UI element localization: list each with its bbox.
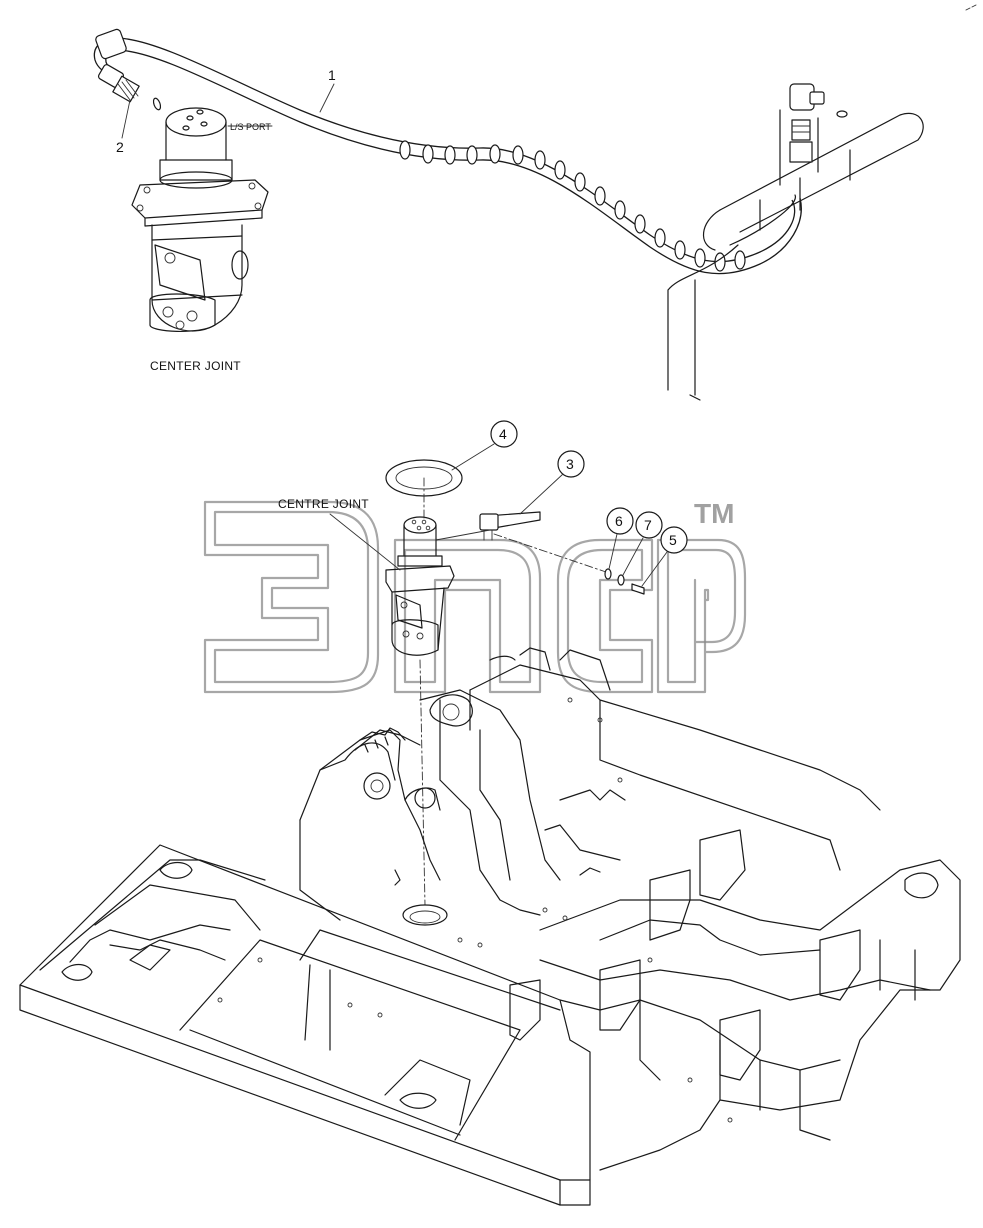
item-7-washer xyxy=(617,574,625,586)
item-5-bolt xyxy=(631,583,645,595)
callout-5: 5 xyxy=(669,532,677,548)
centre-joint-label: CENTRE JOINT xyxy=(278,497,369,511)
item-3-bracket xyxy=(479,511,541,541)
swing-ring xyxy=(402,904,448,926)
callout-1: 1 xyxy=(328,67,336,83)
port-label: L/S PORT xyxy=(230,122,271,132)
watermark-tm: TM xyxy=(694,498,734,529)
right-pipe-assembly xyxy=(667,83,924,401)
hose-line-inner xyxy=(117,49,802,275)
center-joint-top xyxy=(131,107,269,333)
center-joint-label: CENTER JOINT xyxy=(150,359,241,373)
callout-2: 2 xyxy=(116,139,124,155)
callout-7: 7 xyxy=(644,517,652,533)
hose-line-outer xyxy=(117,37,796,263)
hose-assembly-detail: L/S PORT CENTER JOINT 1 2 xyxy=(93,4,977,401)
callout-3: 3 xyxy=(566,456,574,472)
spiral-guard xyxy=(399,140,746,272)
callout-6: 6 xyxy=(615,513,623,529)
callout-4: 4 xyxy=(499,426,507,442)
centre-joint-exploded: CENTRE JOINT 4 3 6 7 5 xyxy=(278,420,688,906)
item-6-washer xyxy=(604,568,612,580)
watermark: TM xyxy=(203,498,747,694)
fitting-item-2 xyxy=(97,64,162,111)
upper-frame xyxy=(19,647,961,1206)
